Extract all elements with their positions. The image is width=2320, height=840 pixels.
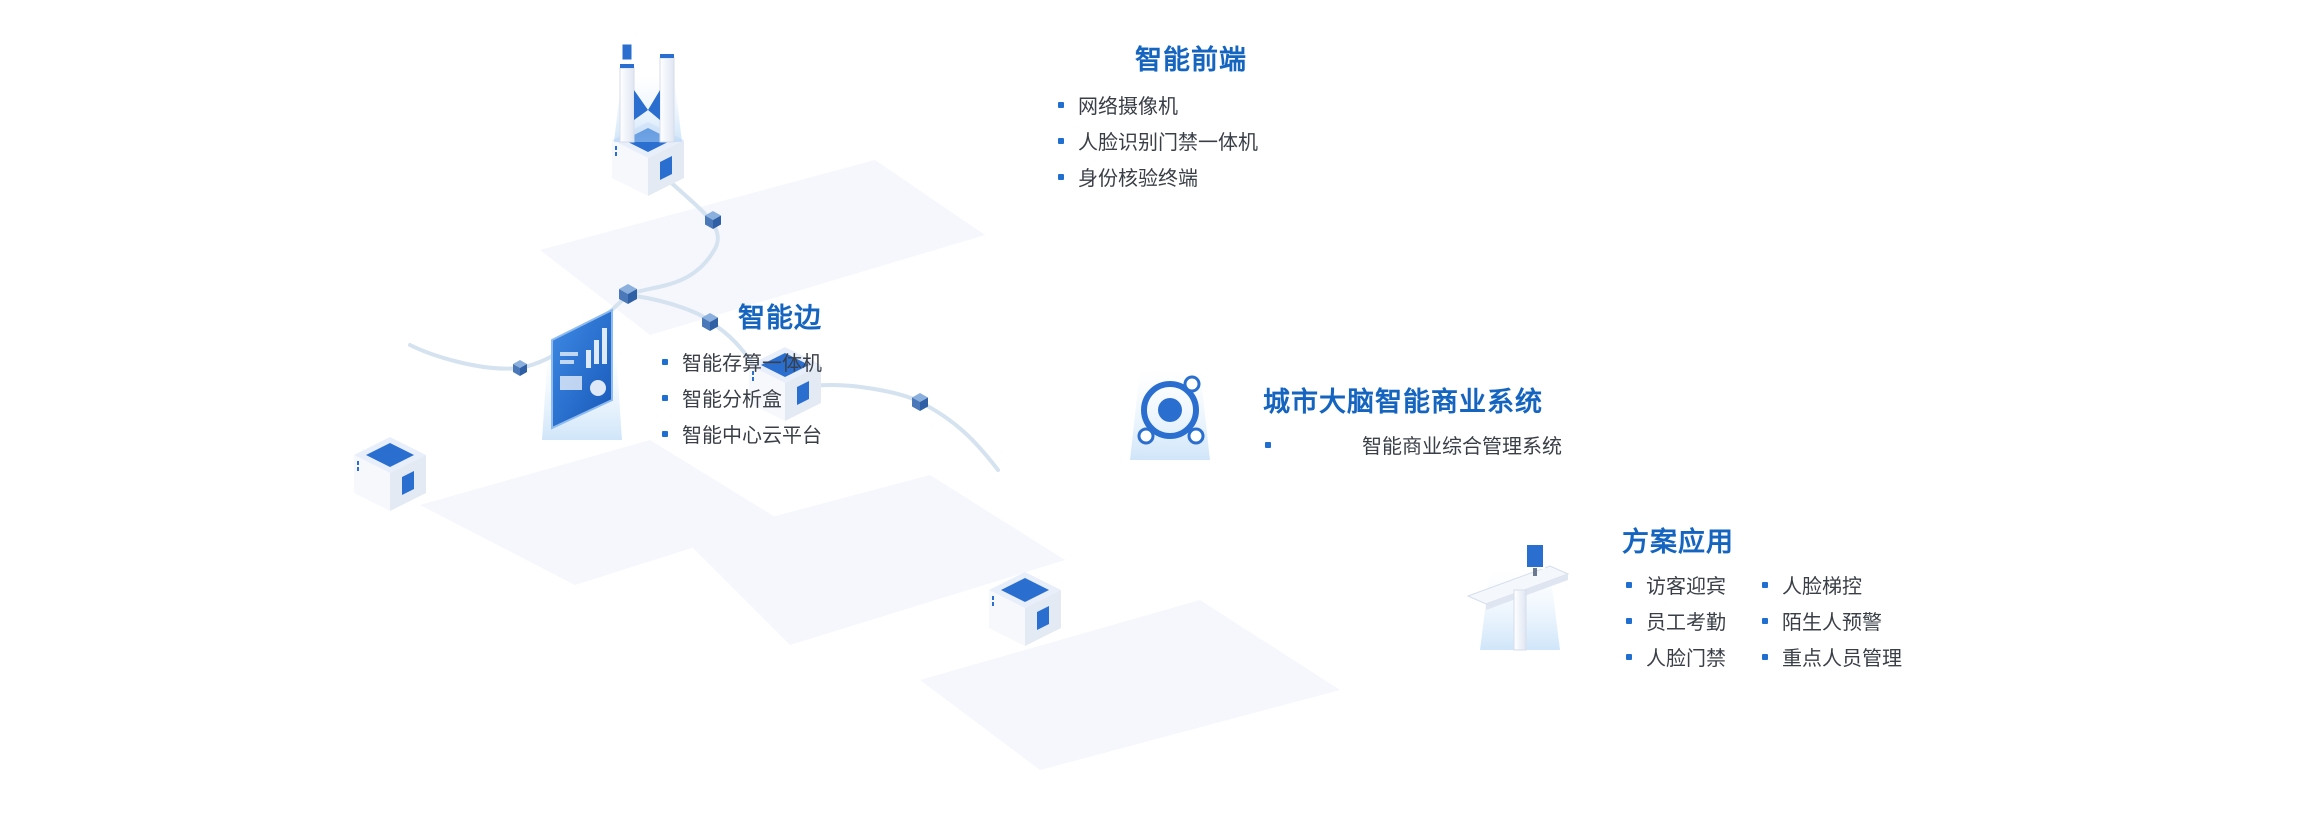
node-apps-title: 方案应用 xyxy=(1622,527,1734,558)
node-edge-title: 智能边 xyxy=(738,303,822,334)
bullet-icon xyxy=(1265,442,1271,448)
list-item: 智能分析盒 xyxy=(662,381,822,417)
list-item: 人脸识别门禁一体机 xyxy=(1058,124,1258,160)
bullet-icon xyxy=(1058,102,1064,108)
floor-shadows xyxy=(420,160,1340,770)
list-item: 人脸门禁 xyxy=(1626,640,1726,676)
path-node-cube xyxy=(513,360,527,376)
list-item: 智能中心云平台 xyxy=(662,417,822,453)
node-front-title: 智能前端 xyxy=(1135,45,1247,76)
bullet-icon xyxy=(1058,138,1064,144)
floor-shadow-front xyxy=(540,160,985,335)
path-node-cube xyxy=(702,313,718,331)
turnstile-terminal-icon xyxy=(1466,543,1570,651)
list-item: 访客迎宾 xyxy=(1626,568,1726,604)
connector-path-lower xyxy=(810,383,1000,472)
node-brain-title: 城市大脑智能商业系统 xyxy=(1263,387,1543,418)
bullet-icon xyxy=(1058,174,1064,180)
bullet-icon xyxy=(1626,654,1632,660)
list-item: 智能商业综合管理系统 xyxy=(1265,428,1562,464)
bullet-icon xyxy=(1762,618,1768,624)
list-item: 重点人员管理 xyxy=(1762,640,1902,676)
floor-shadow-brain xyxy=(685,475,1065,645)
list-item: 人脸梯控 xyxy=(1762,568,1902,604)
bullet-icon xyxy=(1626,618,1632,624)
bullet-icon xyxy=(1762,654,1768,660)
box-apps xyxy=(989,572,1061,646)
list-item: 陌生人预警 xyxy=(1762,604,1902,640)
gate-device-icon xyxy=(614,43,682,143)
floor-shadow-edge xyxy=(420,440,780,585)
box-edge xyxy=(354,437,426,511)
floor-shadow-apps xyxy=(920,600,1340,770)
network-hub-icon xyxy=(1130,370,1210,460)
node-front-list: 网络摄像机 人脸识别门禁一体机 身份核验终端 xyxy=(1058,88,1258,196)
list-item: 身份核验终端 xyxy=(1058,160,1258,196)
node-brain-list: 智能商业综合管理系统 xyxy=(1265,428,1562,464)
path-node-cube xyxy=(619,284,637,304)
list-item: 员工考勤 xyxy=(1626,604,1726,640)
path-node-cube xyxy=(705,211,721,229)
bullet-icon xyxy=(1762,582,1768,588)
bullet-icon xyxy=(662,431,668,437)
list-item: 网络摄像机 xyxy=(1058,88,1258,124)
list-item: 智能存算一体机 xyxy=(662,345,822,381)
bullet-icon xyxy=(662,359,668,365)
node-apps-list-col1: 访客迎宾 员工考勤 人脸门禁 xyxy=(1626,568,1726,676)
box-brain xyxy=(749,347,821,421)
dashboard-panel-icon xyxy=(542,308,622,440)
path-node-cube xyxy=(912,393,928,411)
node-apps-list-col2: 人脸梯控 陌生人预警 重点人员管理 xyxy=(1762,568,1902,676)
bullet-icon xyxy=(662,395,668,401)
node-edge-list: 智能存算一体机 智能分析盒 智能中心云平台 xyxy=(662,345,822,453)
bullet-icon xyxy=(1626,582,1632,588)
